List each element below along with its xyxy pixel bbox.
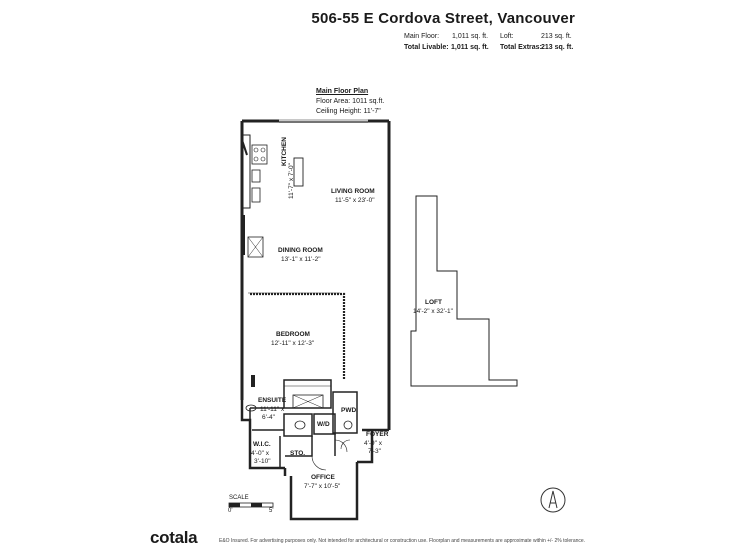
total-livable-label: Total Livable:	[404, 44, 449, 51]
ceiling-height-text: Ceiling Height: 11'-7"	[316, 108, 381, 115]
living-room-dims: 11'-5" x 23'-0"	[335, 197, 375, 204]
foyer-dims-2: 7'-3"	[368, 448, 381, 455]
scale-zero: 0'	[228, 508, 233, 514]
ensuite-dims-1: 11'-11" x	[260, 406, 285, 413]
shower	[292, 394, 324, 409]
powder-toilet	[343, 420, 353, 430]
kitchen-island	[293, 157, 304, 187]
bedroom-partition	[250, 292, 346, 380]
total-extras-label: Total Extras:	[500, 44, 542, 51]
ensuite-box	[283, 413, 313, 437]
kitchen-name: KITCHEN	[281, 137, 288, 166]
powder-room	[332, 391, 358, 434]
floor-area-text: Floor Area: 1011 sq.ft.	[316, 98, 385, 105]
powder-room-name: PWD.	[341, 407, 358, 414]
ensuite-name: ENSUITE	[258, 397, 287, 404]
closet-block	[283, 379, 332, 409]
kitchen-counter	[242, 134, 251, 209]
kitchen-label: KITCHEN	[281, 137, 288, 166]
total-livable-value: 1,011 sq. ft.	[451, 44, 489, 51]
cotala-logo: cotala	[150, 528, 198, 547]
loft-dims: 14'-2" x 32'-1"	[413, 308, 453, 315]
ensuite-toilet	[294, 420, 306, 430]
loft-outline	[410, 195, 518, 387]
living-room-name: LIVING ROOM	[331, 188, 375, 195]
dining-unit	[247, 236, 264, 258]
washer-dryer-box	[313, 413, 336, 435]
storage-name: STO.	[290, 450, 306, 457]
loft-name: LOFT	[425, 299, 442, 306]
north-compass	[540, 487, 566, 513]
dining-room-name: DINING ROOM	[278, 247, 323, 254]
main-floor-label: Main Floor:	[404, 33, 440, 40]
scale-bar	[228, 502, 274, 508]
office-name: OFFICE	[311, 474, 335, 481]
kitchen-sink	[251, 169, 261, 183]
scale-five: 5'	[269, 508, 274, 514]
foyer-dims-1: 4'-9" x	[364, 440, 382, 447]
scale-label: SCALE	[229, 495, 249, 501]
dining-room-dims: 13'-1" x 11'-2"	[281, 256, 321, 263]
plan-heading: Main Floor Plan	[316, 88, 369, 95]
washer-dryer-name: W/D	[317, 421, 330, 428]
main-floor-value: 1,011 sq. ft.	[452, 33, 489, 40]
loft-area-label: Loft:	[500, 33, 514, 40]
office-walls	[289, 462, 359, 521]
bedroom-name: BEDROOM	[276, 331, 310, 338]
kitchen-dims: 11'-7" x 7'-0"	[288, 163, 295, 199]
ensuite-dims-2: 6'-4"	[262, 414, 275, 421]
wic-dims-1: 4'-0" x	[251, 450, 269, 457]
office-dims: 7'-7" x 10'-5"	[304, 483, 341, 490]
loft-area-value: 213 sq. ft.	[541, 33, 572, 40]
cooktop	[251, 144, 268, 165]
property-address-title: 506-55 E Cordova Street, Vancouver	[311, 10, 575, 27]
footer-disclaimer: E&O Insured. For advertising purposes on…	[219, 538, 586, 544]
foyer-name: FOYER	[366, 431, 389, 438]
total-extras-value: 213 sq. ft.	[541, 44, 574, 51]
ensuite-sink	[245, 404, 257, 412]
bedroom-dims: 12'-11" x 12'-3"	[271, 340, 315, 347]
wic-name: W.I.C.	[253, 441, 271, 448]
wic-dims-2: 3'-10"	[254, 458, 271, 465]
